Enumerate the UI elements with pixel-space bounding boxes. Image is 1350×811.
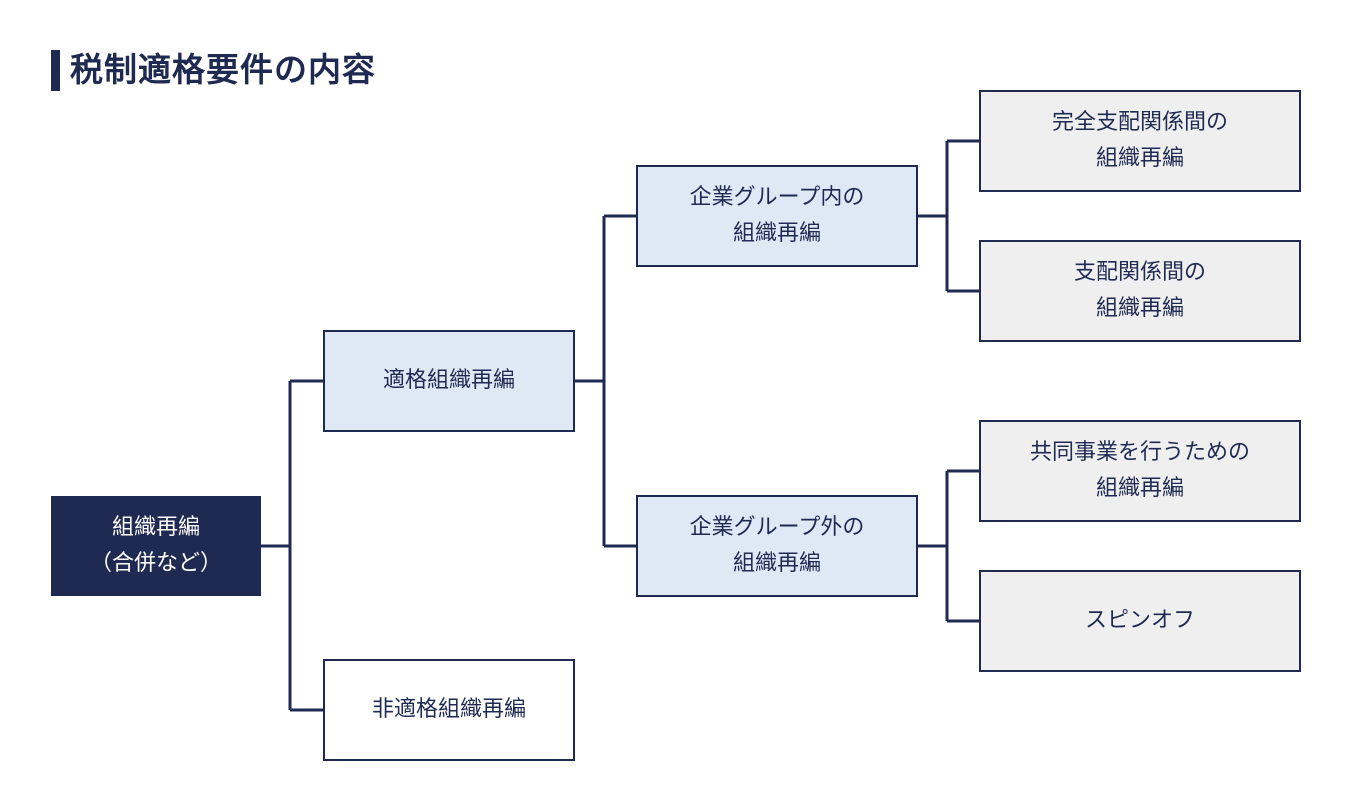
connector-qualified [574, 214, 637, 548]
connector-internal [917, 139, 980, 293]
connector-root [260, 379, 324, 712]
node-spinoff: スピンオフ [979, 570, 1301, 672]
node-group-external: 企業グループ外の 組織再編 [636, 495, 918, 597]
node-joint-business: 共同事業を行うための 組織再編 [979, 420, 1301, 522]
connector-external [917, 469, 980, 623]
node-label: 企業グループ外の [689, 515, 865, 540]
node-label: 非適格組織再編 [371, 697, 526, 722]
title-accent-bar [51, 50, 60, 91]
node-label: 共同事業を行うための [1029, 440, 1250, 465]
node-label: 企業グループ内の [689, 185, 865, 210]
node-label: 適格組織再編 [382, 368, 515, 393]
page-title: 税制適格要件の内容 [70, 50, 376, 89]
node-label: スピンオフ [1084, 608, 1195, 633]
node-label: 組織再編 [1095, 476, 1184, 501]
node-label: 組織再編 [732, 221, 821, 246]
node-label: 組織再編 [111, 515, 200, 540]
node-control: 支配関係間の 組織再編 [979, 240, 1301, 342]
node-label: （合併など） [89, 551, 222, 576]
node-label: 組織再編 [1095, 296, 1184, 321]
node-qualified-reorganization: 適格組織再編 [323, 330, 575, 432]
node-label: 組織再編 [732, 551, 821, 576]
node-reorganization: 組織再編 （合併など） [51, 496, 261, 596]
node-label: 完全支配関係間の [1051, 110, 1228, 135]
node-non-qualified-reorganization: 非適格組織再編 [323, 659, 575, 761]
node-full-control: 完全支配関係間の 組織再編 [979, 90, 1301, 192]
node-group-internal: 企業グループ内の 組織再編 [636, 165, 918, 267]
node-label: 支配関係間の [1073, 260, 1206, 285]
node-label: 組織再編 [1095, 146, 1184, 171]
